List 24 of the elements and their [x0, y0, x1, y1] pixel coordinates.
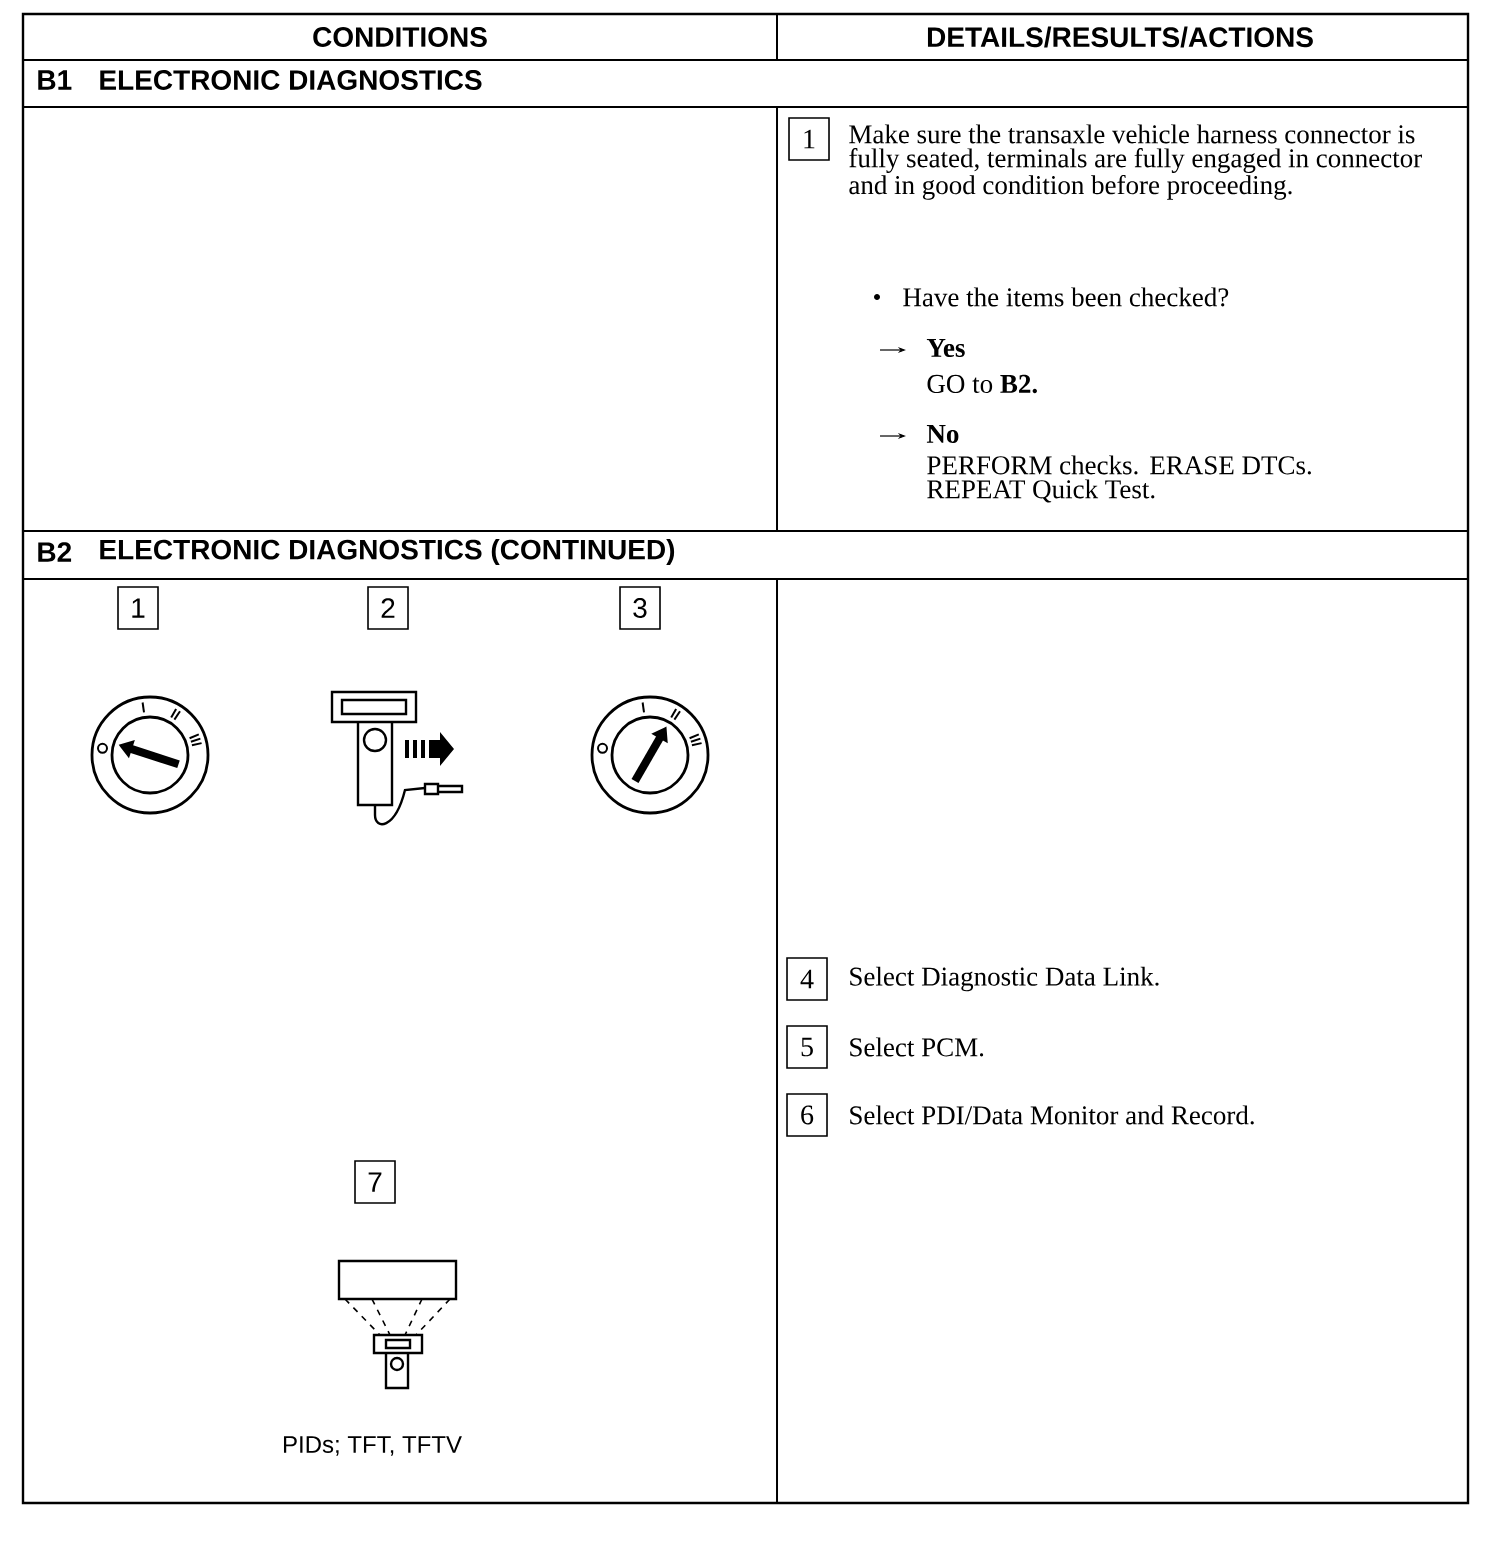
column-header: CONDITIONS	[313, 27, 487, 47]
section-title: ELECTRONIC DIAGNOSTICS	[100, 70, 482, 90]
step-number-box: 7	[354, 1160, 396, 1204]
caption-text: PIDs; TFT, TFTV	[284, 1436, 462, 1456]
step-number-box: 1	[117, 586, 159, 630]
section-number: B2	[38, 542, 72, 562]
instruction-text: Select Diagnostic Data Link.	[850, 966, 1159, 992]
answer-text: No	[926, 425, 959, 443]
section-title: ELECTRONIC DIAGNOSTICS (CONTINUED)	[100, 538, 675, 566]
step-number-box: 3	[619, 586, 661, 630]
instruction-text: Select PCM.	[850, 1037, 984, 1057]
column-header: DETAILS/RESULTS/ACTIONS	[927, 26, 1313, 48]
step-number-box: 6	[786, 1093, 828, 1137]
step-number-box: 4	[786, 957, 828, 1001]
step-number-box: 5	[786, 1025, 828, 1069]
instruction-text: Make sure the transaxle vehicle harness connector is fully seated, terminals are fully engaged in connector and in good condition before proceeding.	[849, 124, 1422, 200]
step-number-box: 2	[367, 586, 409, 630]
step-number-box: 1	[788, 117, 830, 161]
instruction-text: Select PDI/Data Monitor and Record.	[850, 1105, 1254, 1125]
instruction-text: PERFORM checks. ERASE DTCs. REPEAT Quick Test.	[927, 455, 1311, 503]
answer-text: Yes	[926, 339, 965, 357]
question-text: Have the items been checked?	[903, 287, 1229, 307]
instruction-text: GO to B2.	[927, 374, 1037, 394]
section-number: B1	[38, 70, 72, 90]
